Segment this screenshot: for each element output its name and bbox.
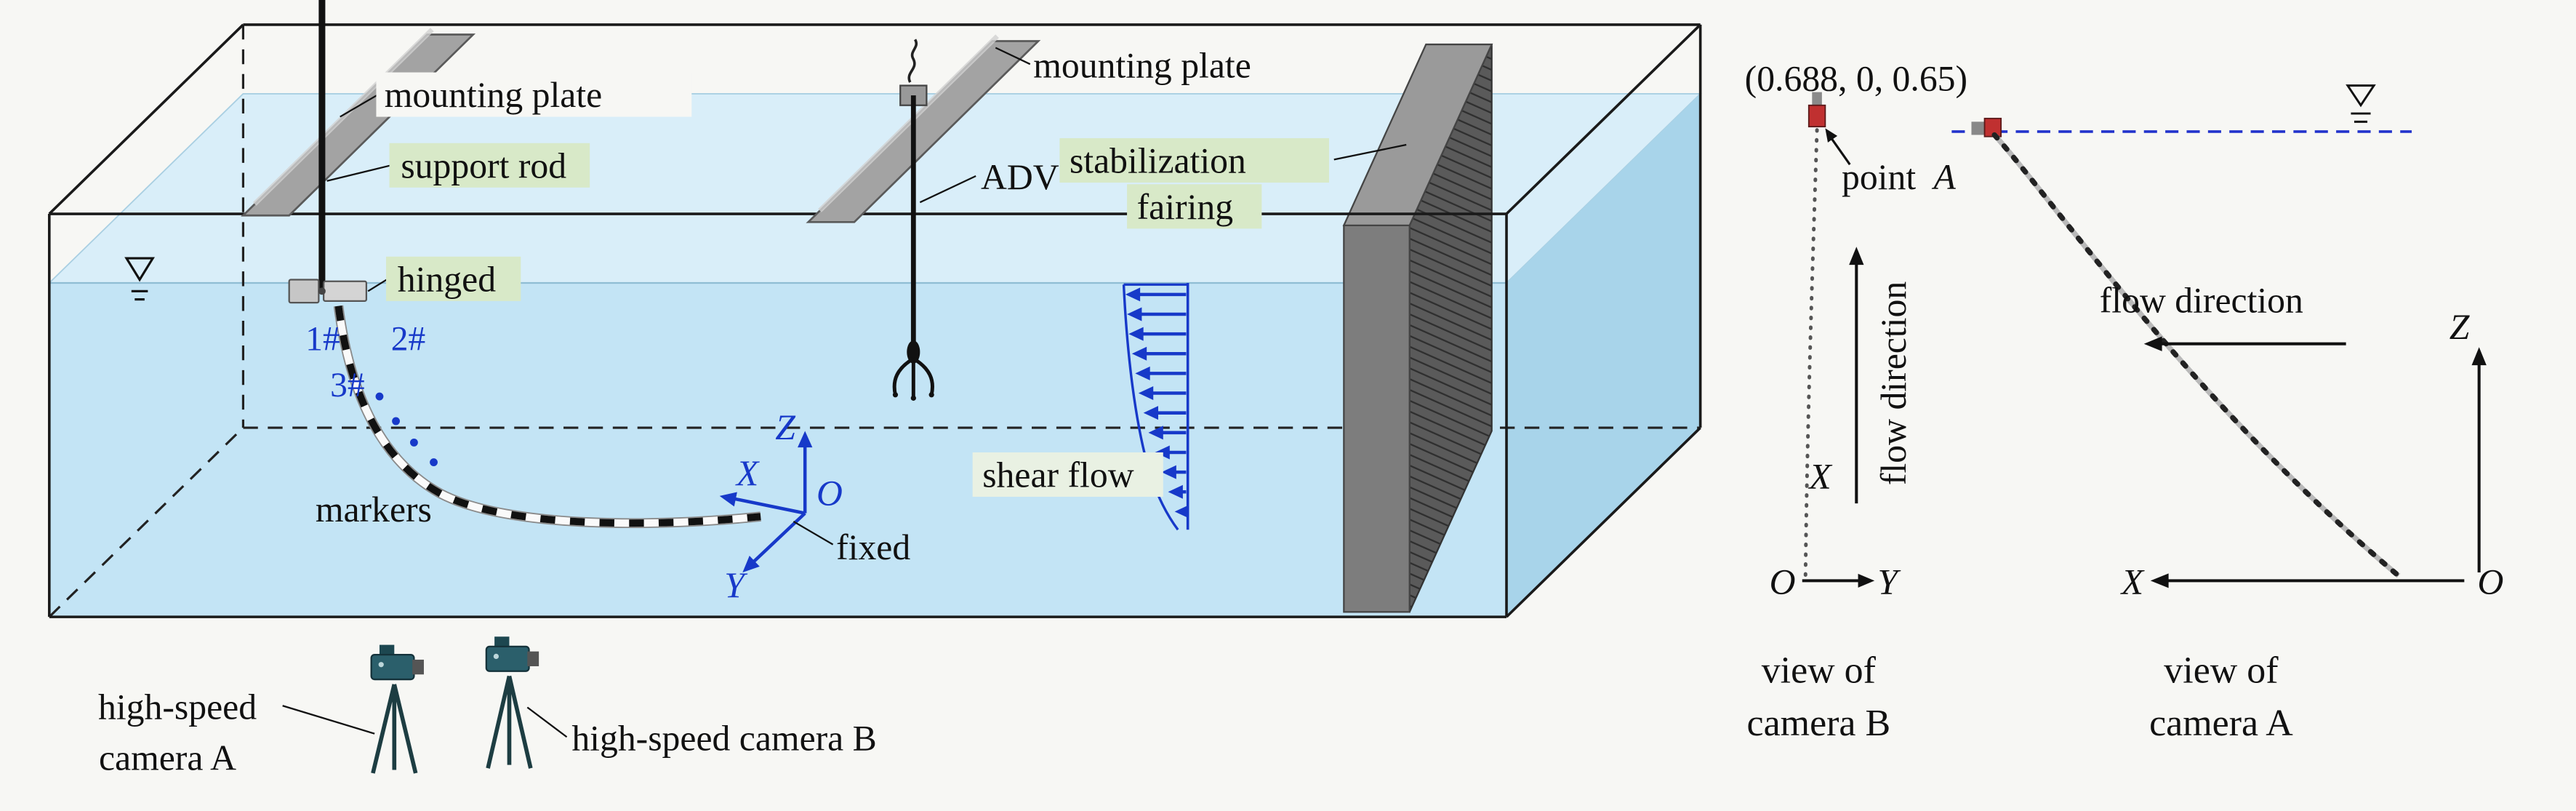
anchor-point bbox=[1807, 104, 1826, 128]
stabilization-label-line2: fairing bbox=[1137, 187, 1233, 227]
lens bbox=[527, 651, 539, 666]
camera-b-view: (0.688, 0, 0.65) point A flow direction … bbox=[1745, 58, 1967, 744]
cylinder-end-view bbox=[1803, 128, 1819, 578]
main-z-label: Z bbox=[775, 407, 796, 447]
adv-label: ADV bbox=[981, 157, 1059, 197]
view-b-caption-line2: camera B bbox=[1747, 703, 1891, 744]
stabilization-label-line1: stabilization bbox=[1070, 140, 1246, 180]
mounting-plate-right bbox=[806, 34, 1041, 223]
point-a-label: point bbox=[1842, 157, 1916, 197]
mounting-plate-left-label: mounting plate bbox=[385, 75, 603, 115]
leader-lines bbox=[282, 47, 1407, 738]
tripod bbox=[486, 675, 533, 769]
adv-probe bbox=[892, 39, 934, 401]
main-x-label: X bbox=[735, 453, 760, 493]
x-axis bbox=[732, 497, 806, 515]
point-a-letter: A bbox=[1932, 157, 1957, 197]
camera-b-icon bbox=[485, 636, 539, 769]
marker-3-label: 3# bbox=[330, 367, 364, 404]
adv-cable bbox=[907, 39, 918, 83]
fixed-label: fixed bbox=[836, 527, 910, 567]
view-a-caption-line2: camera A bbox=[2149, 703, 2293, 744]
anchor-coordinates: (0.688, 0, 0.65) bbox=[1745, 58, 1967, 98]
marker-2-label: 2# bbox=[391, 321, 425, 359]
stabilization-fairing bbox=[1342, 43, 1493, 613]
main-axes: Z X Y O bbox=[719, 407, 843, 605]
shear-flow-label: shear flow bbox=[982, 455, 1133, 495]
main-y-label: Y bbox=[724, 565, 748, 605]
view-b-x-label: X bbox=[1807, 457, 1832, 497]
marker-1-label: 1# bbox=[305, 321, 340, 359]
camera-a-label-line1: high-speed bbox=[98, 687, 257, 727]
water-side-face bbox=[1506, 93, 1701, 618]
camera-a-icon bbox=[370, 644, 424, 774]
stabilization-highlight-1 bbox=[1059, 137, 1329, 183]
hinge bbox=[288, 279, 368, 304]
flow-direction-label: flow direction bbox=[1874, 281, 1914, 486]
cable bbox=[333, 305, 761, 528]
hinged-highlight bbox=[385, 256, 521, 301]
water-level-icon bbox=[124, 257, 155, 301]
water-front-face bbox=[49, 283, 1507, 618]
view-b-caption-line1: view of bbox=[1762, 650, 1877, 692]
view-a-origin-label: O bbox=[2478, 562, 2504, 602]
support-rod-label: support rod bbox=[401, 145, 566, 185]
lens bbox=[412, 659, 424, 675]
flume-3d-view: Z X Y O mounting plate support rod hinge… bbox=[47, 0, 1702, 778]
camera-a-label-line2: camera A bbox=[99, 738, 236, 778]
flow-direction-label: flow direction bbox=[2100, 281, 2303, 321]
support-rod-highlight bbox=[389, 143, 590, 188]
hinged-label: hinged bbox=[398, 259, 496, 299]
tripod bbox=[371, 684, 418, 774]
shear-flow-highlight bbox=[972, 452, 1163, 498]
camera-a-view: flow direction Z X O view of camera A bbox=[1951, 84, 2504, 744]
shear-flow-profile bbox=[1122, 283, 1189, 531]
view-b-origin-label: O bbox=[1770, 562, 1796, 602]
point-a-arrow bbox=[1825, 128, 1838, 143]
water-level-icon bbox=[2346, 84, 2376, 123]
camera-b-label: high-speed camera B bbox=[571, 718, 876, 758]
view-b-y-label: Y bbox=[1877, 562, 1901, 602]
flow-arrows bbox=[1125, 287, 1188, 518]
adv-receivers bbox=[892, 356, 934, 399]
view-a-z-label: Z bbox=[2449, 307, 2471, 347]
stabilization-highlight-2 bbox=[1127, 184, 1262, 229]
view-a-x-label: X bbox=[2120, 562, 2145, 602]
marker-dots bbox=[375, 392, 438, 466]
markers-label: markers bbox=[316, 490, 432, 530]
view-a-caption-line1: view of bbox=[2164, 650, 2279, 692]
mounting-plate-right-label: mounting plate bbox=[1033, 45, 1251, 85]
main-origin-label: O bbox=[816, 473, 843, 513]
velocity-envelope bbox=[1122, 284, 1179, 531]
